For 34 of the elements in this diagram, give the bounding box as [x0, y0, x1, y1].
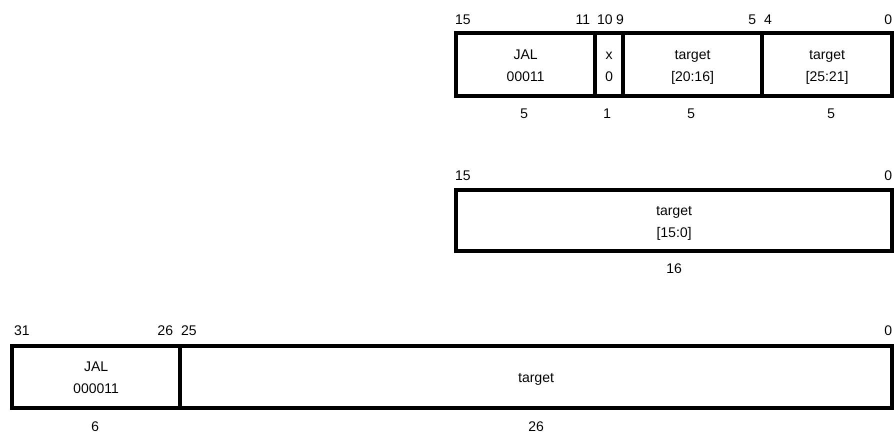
- instruction-field: [454, 188, 894, 253]
- bit-number: 11: [575, 11, 590, 27]
- field-width: 5: [687, 105, 695, 121]
- bit-number: 25: [181, 322, 197, 338]
- field-value: [25:21]: [806, 68, 848, 84]
- bit-number: 10: [597, 11, 613, 27]
- field-name: target: [656, 202, 692, 218]
- field-width: 16: [666, 260, 682, 276]
- bit-number: 0: [884, 167, 892, 183]
- field-name: target: [674, 46, 710, 62]
- bit-number: 0: [884, 322, 892, 338]
- field-name: target: [809, 46, 845, 62]
- bit-number: 31: [14, 322, 30, 338]
- field-value: 00011: [506, 68, 544, 84]
- field-value: [15:0]: [656, 224, 692, 240]
- bit-number: 4: [764, 11, 772, 27]
- field-width: 5: [520, 105, 528, 121]
- field-value: 0: [605, 68, 613, 84]
- field-width: 26: [528, 418, 544, 434]
- field-name: x: [606, 46, 612, 62]
- field-width: 5: [827, 105, 835, 121]
- bit-number: 26: [157, 322, 173, 338]
- field-name: target: [518, 369, 554, 385]
- field-width: 1: [603, 105, 611, 121]
- bit-number: 0: [884, 11, 892, 27]
- bit-number: 9: [616, 11, 624, 27]
- field-name: JAL: [513, 46, 538, 62]
- bit-number: 15: [455, 11, 471, 27]
- field-name: JAL: [84, 358, 108, 374]
- bit-number: 15: [455, 167, 471, 183]
- bit-number: 5: [748, 11, 756, 27]
- field-value: [20:16]: [671, 68, 714, 84]
- field-width: 6: [91, 418, 99, 434]
- field-value: 000011: [73, 380, 119, 396]
